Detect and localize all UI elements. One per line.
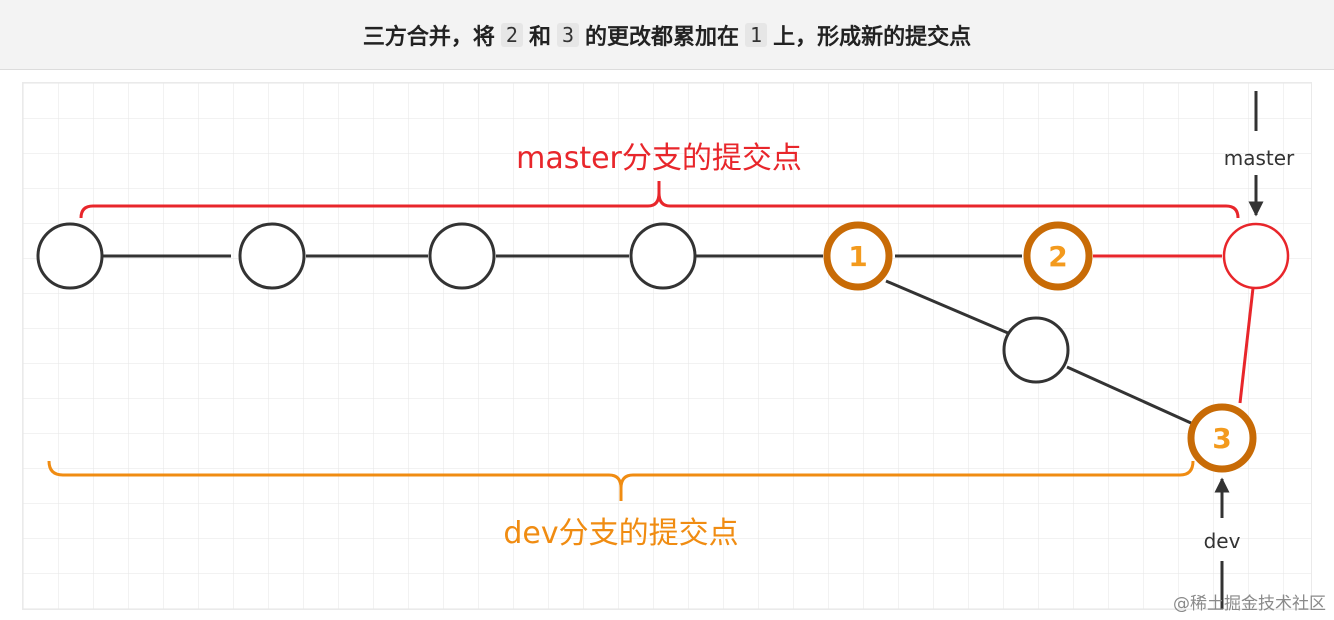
dev-branch-line: [885, 279, 1192, 425]
commit-3-label: 3: [1212, 422, 1231, 455]
title-text-2: 和: [528, 24, 551, 50]
grid-background: [23, 83, 1311, 609]
commit-node: [428, 222, 496, 290]
commit-node: [36, 222, 104, 290]
dev-bracket-label: dev分支的提交点: [503, 516, 738, 551]
commit-2-label: 2: [1048, 240, 1067, 273]
commit-1: 1: [823, 221, 893, 291]
commit-node: [629, 222, 697, 290]
diagram-canvas: 1 2 3 master分支的提交点 dev分支的提交点 master dev: [23, 83, 1311, 609]
commit-node: [238, 222, 306, 290]
master-pointer-label: master: [1224, 146, 1295, 170]
merge-lines: [1093, 254, 1255, 404]
commit-2: 2: [1023, 221, 1093, 291]
inline-code-2: 2: [500, 22, 523, 47]
inline-code-1: 1: [745, 22, 768, 47]
title-text-4: 上，形成新的提交点: [773, 24, 972, 50]
inline-code-3: 3: [556, 22, 580, 47]
commit-node: [1002, 316, 1070, 384]
page-title: 三方合并，将 2 和 3 的更改都累加在 1 上，形成新的提交点: [0, 0, 1334, 70]
merge-commit-node: [1222, 222, 1290, 290]
commit-1-label: 1: [848, 240, 867, 273]
master-bracket: [79, 181, 1240, 219]
title-text-1: 三方合并，将: [362, 24, 495, 50]
master-bracket-label: master分支的提交点: [516, 141, 802, 176]
dev-bracket: [47, 460, 1195, 501]
commit-3: 3: [1187, 403, 1257, 473]
dev-pointer-label: dev: [1204, 529, 1241, 553]
plain-commits: [36, 222, 1070, 384]
git-merge-diagram: 1 2 3 master分支的提交点 dev分支的提交点 master dev: [22, 82, 1312, 610]
watermark: @稀土掘金技术社区: [1173, 594, 1326, 614]
title-text-3: 的更改都累加在: [585, 24, 740, 50]
